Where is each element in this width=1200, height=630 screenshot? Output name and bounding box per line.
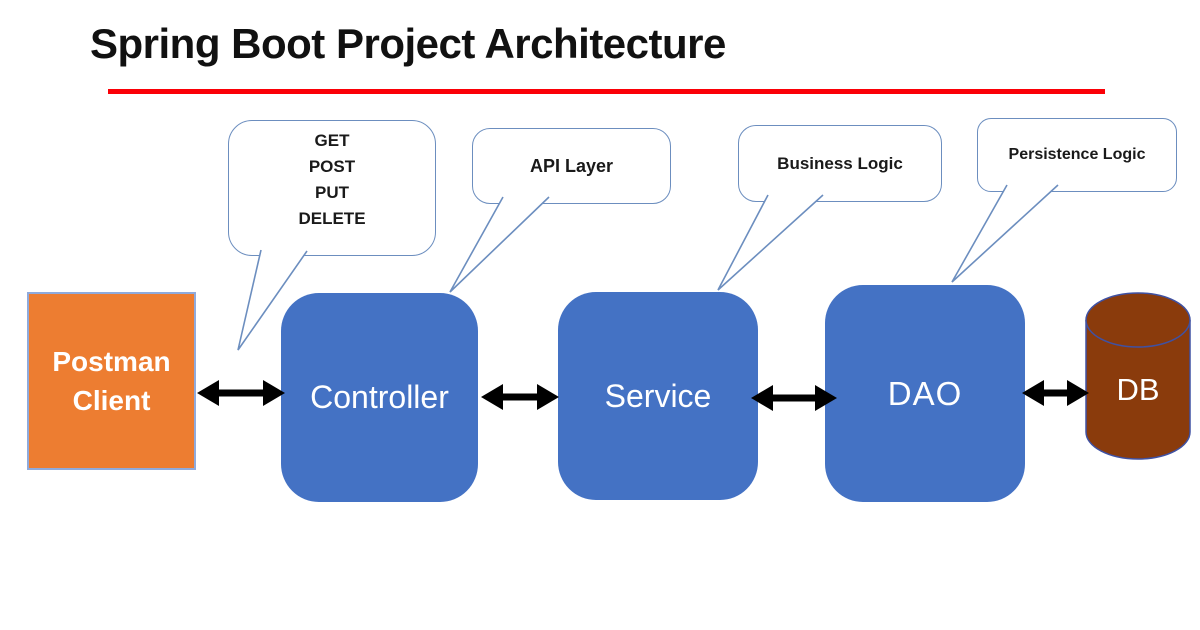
http-method-delete: DELETE [298,209,366,228]
arrow-controller-service [481,384,559,410]
callout-business-logic: Business Logic [738,125,942,202]
http-method-post: POST [308,157,356,176]
callout-api-layer-label: API Layer [529,155,614,176]
callout-tail-persistence-logic [951,184,1059,283]
service-label: Service [604,377,712,414]
callout-tail-api-layer [449,196,550,293]
callout-http-methods: GET POST PUT DELETE [228,120,436,256]
database-cylinder-top [1085,292,1191,348]
page-title: Spring Boot Project Architecture [90,20,726,67]
arrow-service-dao [751,385,837,411]
node-service: Service [558,292,758,500]
dao-label: DAO [887,374,963,412]
controller-label: Controller [310,379,449,415]
callout-persistence-logic: Persistence Logic [977,118,1177,192]
callout-tail-http-methods [237,249,308,351]
http-method-get: GET [314,131,350,150]
callout-api-layer: API Layer [472,128,671,204]
db-label: DB [1116,372,1160,407]
node-db: DB [1086,330,1190,450]
database-cylinder-body [1085,320,1191,460]
postman-client-label-line2: Client [72,385,151,416]
node-dao: DAO [825,285,1025,502]
node-controller: Controller [281,293,478,502]
title-underline [108,89,1105,94]
http-method-put: PUT [315,183,349,202]
arrow-dao-db [1022,380,1089,406]
postman-client-label-line1: Postman [52,346,171,377]
node-postman-client: Postman Client [27,292,196,470]
callout-tail-business-logic [717,194,824,291]
callout-persistence-logic-label: Persistence Logic [1008,146,1146,163]
callout-business-logic-label: Business Logic [777,153,903,173]
arrow-postman-controller [197,380,285,406]
